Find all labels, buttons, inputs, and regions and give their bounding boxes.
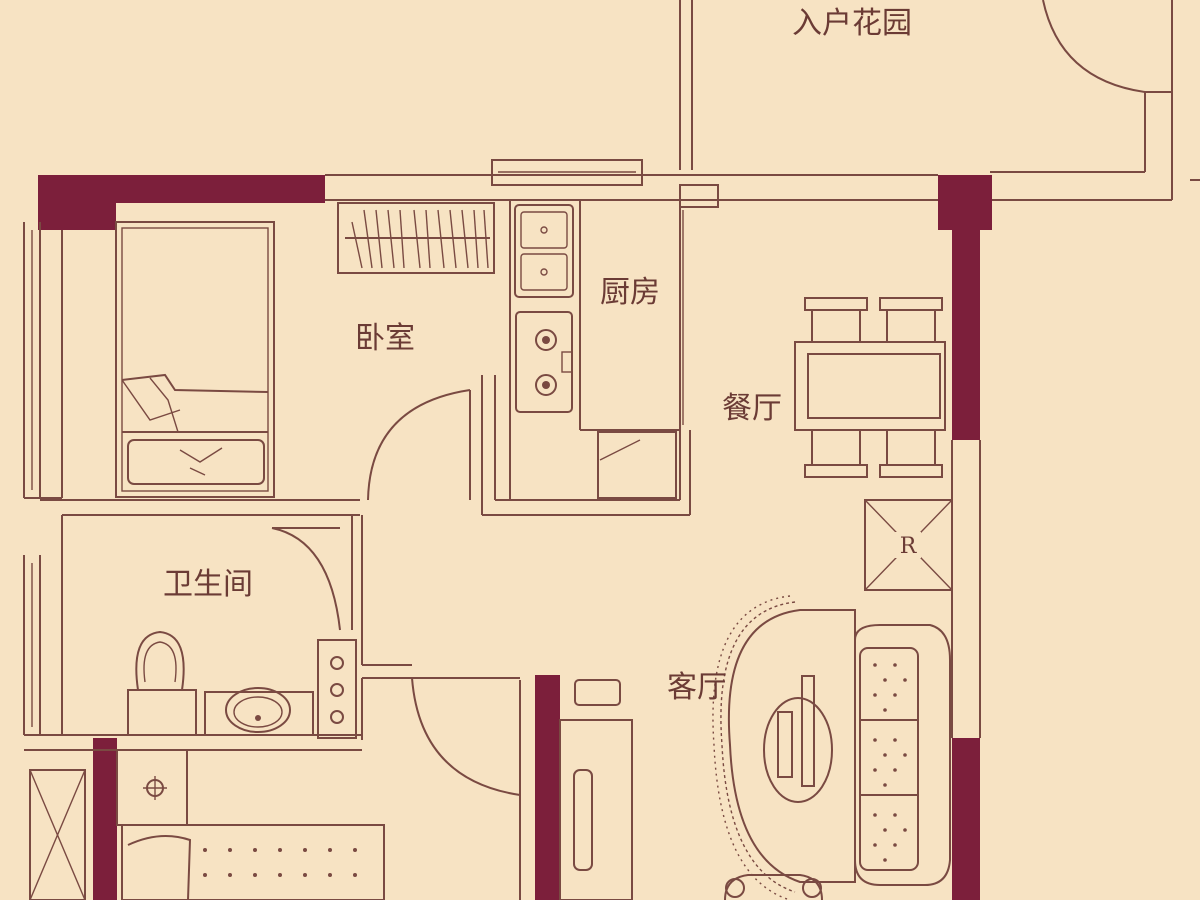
room-label-dining: 餐厅 [722, 391, 782, 426]
kitchen-counter [509, 200, 680, 500]
living-sofa [854, 624, 951, 886]
dining-table [794, 341, 946, 431]
dining-chairs [804, 297, 943, 478]
room-label-entrance-garden: 入户花园 [792, 6, 912, 41]
bedroom-wardrobe [337, 202, 495, 274]
room-label-kitchen: 厨房 [600, 275, 660, 310]
fridge-label: R [900, 534, 918, 559]
room-label-bathroom: 卫生间 [163, 567, 253, 602]
fridge: R [864, 499, 953, 591]
bedroom-bed [115, 221, 275, 498]
bathroom-toilet [127, 630, 197, 736]
interior-walls [23, 159, 981, 900]
lower-left-furniture [116, 749, 385, 900]
entrance-garden-area [679, 0, 1200, 201]
living-rug [712, 595, 856, 900]
structural-walls [38, 175, 992, 900]
lower-bed-dots [203, 848, 357, 877]
room-label-bedroom: 卧室 [355, 321, 415, 356]
living-coffee-table [763, 675, 833, 803]
living-armchair [724, 874, 823, 900]
kitchen-sink [514, 204, 574, 298]
bathroom-shower-panel [317, 639, 357, 739]
room-label-living: 客厅 [667, 670, 727, 705]
kitchen-stove [515, 311, 573, 413]
living-tv-unit [573, 679, 621, 871]
doors [271, 389, 521, 796]
bathroom-basin [204, 687, 314, 736]
